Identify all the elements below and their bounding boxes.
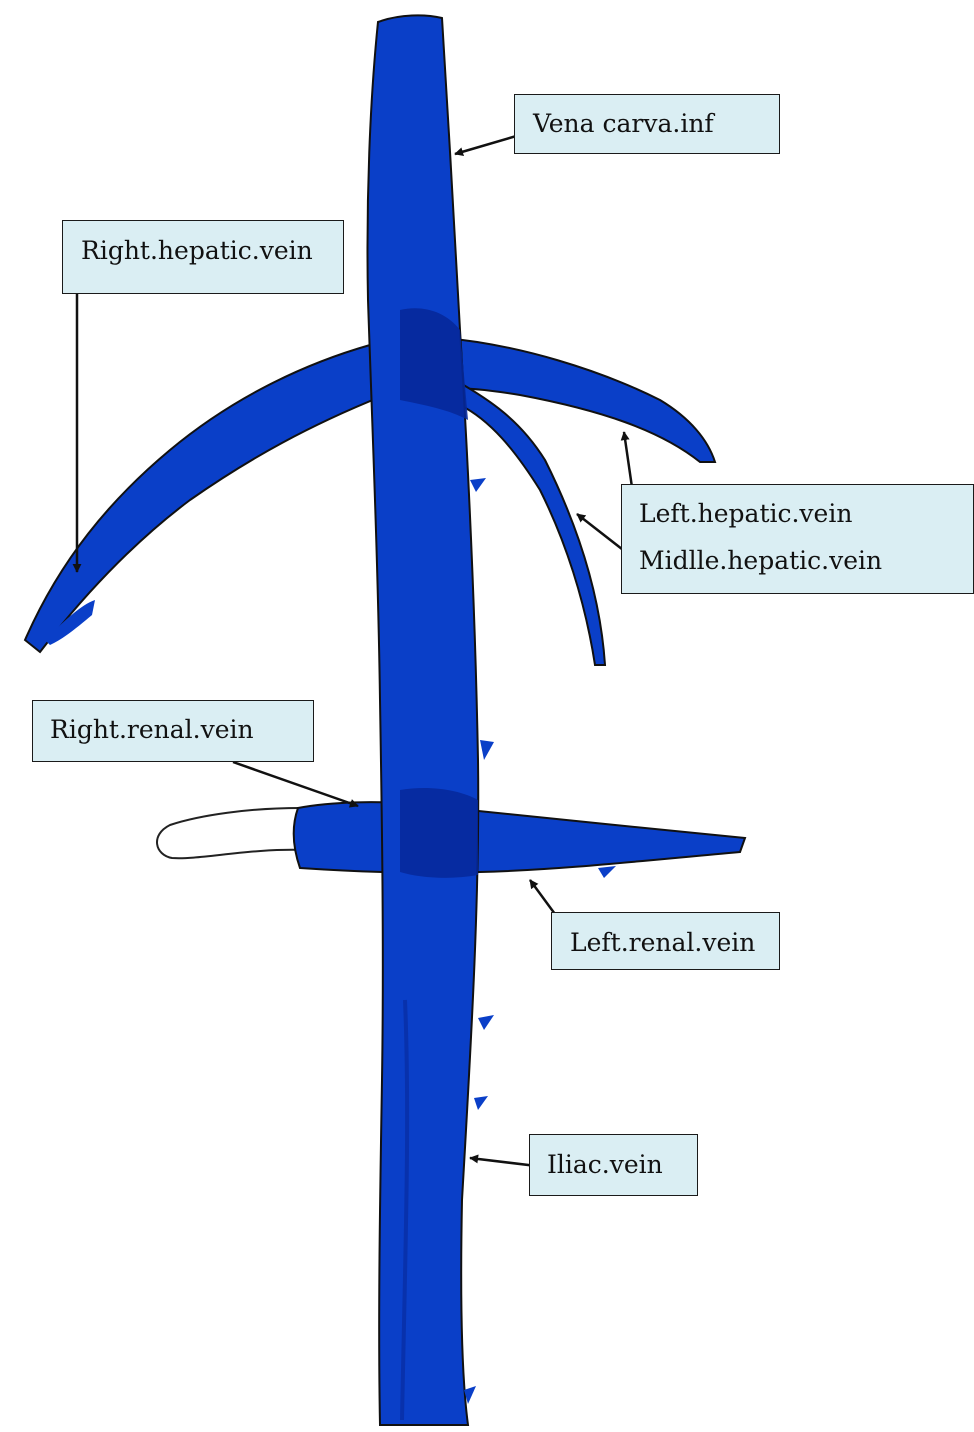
label-box-right-renal: Right.renal.vein [32, 700, 314, 762]
label-right-hepatic: Right.hepatic.vein [81, 238, 313, 263]
renal-junction-shading [400, 788, 478, 878]
label-left-renal: Left.renal.vein [570, 930, 755, 955]
side-blob-1 [470, 478, 486, 492]
label-box-hepatic-veins: Left.hepatic.vein Midlle.hepatic.vein [621, 484, 974, 594]
label-iliac: Iliac.vein [547, 1152, 663, 1177]
side-blob-2 [480, 740, 494, 760]
label-box-right-hepatic: Right.hepatic.vein [62, 220, 344, 294]
side-blob-3 [478, 1015, 494, 1030]
side-blob-6 [598, 866, 616, 878]
label-right-renal: Right.renal.vein [50, 717, 254, 742]
label-box-left-renal: Left.renal.vein [551, 912, 780, 970]
label-box-vena-cava: Vena carva.inf [514, 94, 780, 154]
label-box-iliac: Iliac.vein [529, 1134, 698, 1196]
label-left-hepatic: Left.hepatic.vein [639, 501, 852, 526]
renal-vein-shape [294, 802, 745, 873]
right-renal-outline [157, 808, 305, 858]
middle-hepatic-vein-shape [455, 380, 605, 665]
vena-cava-shape [367, 15, 478, 1425]
label-middle-hepatic: Midlle.hepatic.vein [639, 548, 882, 573]
side-blob-4 [474, 1096, 488, 1110]
label-vena-cava: Vena carva.inf [533, 111, 714, 136]
arrow-right-renal [233, 762, 358, 806]
right-hepatic-vein-shape [25, 345, 385, 652]
